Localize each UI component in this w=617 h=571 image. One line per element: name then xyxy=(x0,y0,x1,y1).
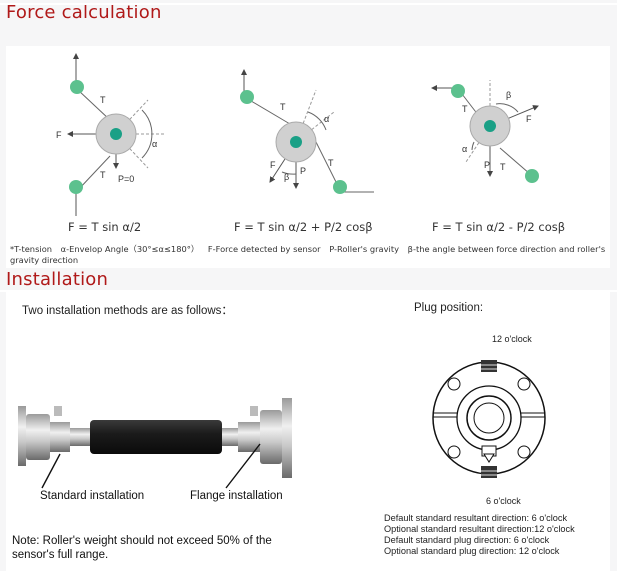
roller-circle-2b xyxy=(333,180,347,194)
label-alpha-2: α xyxy=(324,114,329,124)
label-p-2: P xyxy=(300,166,306,176)
roller-circle-1b xyxy=(69,180,83,194)
force-diagram-2: T α F β P T xyxy=(240,69,374,194)
plug-position-diagram xyxy=(432,360,546,478)
roller-circle-2a xyxy=(240,90,254,104)
label-f-1: F xyxy=(56,130,62,140)
direction-optional-plug: Optional standard plug direction: 12 o'c… xyxy=(384,546,560,556)
standard-installation-label: Standard installation xyxy=(40,490,145,502)
formula-2: F = T sin α/2 + P/2 cosβ xyxy=(234,220,373,234)
label-t-top-2: T xyxy=(280,102,286,112)
direction-default-resultant: Default standard resultant direction: 6 … xyxy=(384,513,568,523)
roller-body xyxy=(90,420,222,454)
formula-3: F = T sin α/2 - P/2 cosβ xyxy=(432,220,566,234)
installation-intro: Two installation methods are as follows： xyxy=(22,305,233,317)
formula-1: F = T sin α/2 xyxy=(68,220,142,234)
legend-tension: *T-tension xyxy=(10,244,53,254)
clock-6-label: 6 o'clock xyxy=(486,496,521,506)
label-alpha-3: α xyxy=(462,144,467,154)
sensor-dot-1 xyxy=(110,128,122,140)
legend-gravity: P-Roller's gravity xyxy=(329,244,400,254)
sensor-dot-3 xyxy=(484,120,496,132)
label-beta-2: β xyxy=(284,172,289,182)
label-p-1: P=0 xyxy=(118,174,134,184)
label-t-bottom-1: T xyxy=(100,170,106,180)
force-diagrams-card: T F α T P=0 T α F β P T xyxy=(6,46,610,268)
sensor-dot-2 xyxy=(290,136,302,148)
label-f-2: F xyxy=(270,160,276,170)
flange-installation-label: Flange installation xyxy=(190,490,283,502)
installation-card: Two installation methods are as follows：… xyxy=(6,292,610,571)
plug-position-title: Plug position: xyxy=(414,302,484,314)
roller-weight-note: Note: Roller's weight should not exceed … xyxy=(12,535,272,561)
roller-circle-3b xyxy=(525,169,539,183)
legend-beta: β-the angle between force direction and … xyxy=(10,244,606,265)
direction-default-plug: Default standard plug direction: 6 o'clo… xyxy=(384,535,550,545)
roller-circle-3a xyxy=(451,84,465,98)
label-beta-3: β xyxy=(506,90,511,100)
installation-photo xyxy=(18,398,292,489)
installation-title: Installation xyxy=(6,269,109,290)
top-divider xyxy=(0,3,617,5)
force-legend: *T-tension α-Envelop Angle（30°≤α≤180°） F… xyxy=(10,244,608,265)
label-t-bottom-3: T xyxy=(500,162,506,172)
label-f-3: F xyxy=(526,114,532,124)
force-calculation-title: Force calculation xyxy=(6,2,162,23)
label-t-top-3: T xyxy=(462,104,468,114)
label-alpha-1: α xyxy=(152,139,157,149)
label-t-bottom-2: T xyxy=(328,158,334,168)
clock-12-label: 12 o'clock xyxy=(492,334,532,344)
force-diagram-3: β T F α P T xyxy=(431,80,539,183)
label-t-top-1: T xyxy=(100,95,106,105)
legend-angle: α-Envelop Angle（30°≤α≤180°） xyxy=(60,244,200,254)
plug-direction-list: Default standard resultant direction: 6 … xyxy=(384,513,575,557)
direction-optional-resultant: Optional standard resultant direction:12… xyxy=(384,524,575,534)
legend-force: F-Force detected by sensor xyxy=(207,244,321,254)
installation-divider xyxy=(0,290,617,292)
roller-circle-1a xyxy=(70,80,84,94)
force-diagram-1: T F α T P=0 xyxy=(56,53,166,216)
label-p-3: P xyxy=(484,160,490,170)
